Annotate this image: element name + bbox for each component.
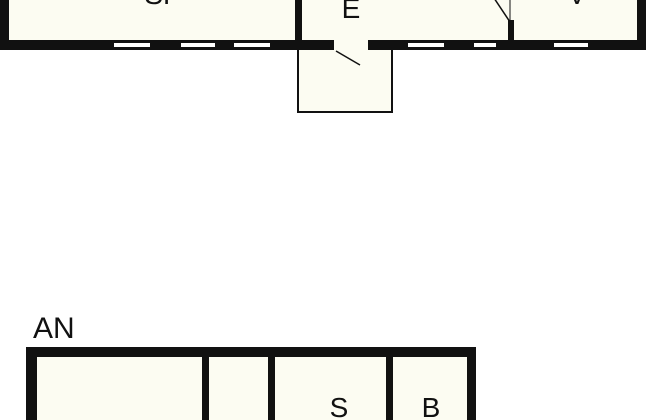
upper-floor-plan: SP E V [0,0,646,113]
window [554,43,588,47]
lower-right-exterior-wall [467,347,476,420]
room-label-s: S [330,392,349,420]
upper-partition-wall-e-v [508,20,514,44]
upper-bottom-exterior-wall [0,40,646,50]
room-label-b: B [422,392,441,420]
lower-partition-wall-2 [268,347,275,420]
lower-floor-plan: AN S B [26,312,476,420]
room-label-sp: SP [144,0,181,10]
lower-top-exterior-wall [26,347,476,357]
upper-floor-area [0,0,645,46]
lower-partition-wall-3 [386,347,393,420]
window [474,43,496,47]
window [234,43,270,47]
room-label-e: E [342,0,361,24]
interior-door-leaf [494,0,511,23]
window [114,43,150,47]
lower-left-exterior-wall [26,347,37,420]
window [408,43,444,47]
upper-partition-wall-sp-e [295,0,302,44]
plan-heading-an: AN [33,312,75,345]
upper-right-exterior-wall [637,0,646,50]
entrance-door-leaf [335,50,361,66]
lower-floor-area [26,347,476,420]
window [181,43,215,47]
upper-left-exterior-wall [0,0,9,50]
entrance-door-opening [334,39,368,51]
lower-partition-wall-1 [202,347,209,420]
room-label-v: V [568,0,587,10]
